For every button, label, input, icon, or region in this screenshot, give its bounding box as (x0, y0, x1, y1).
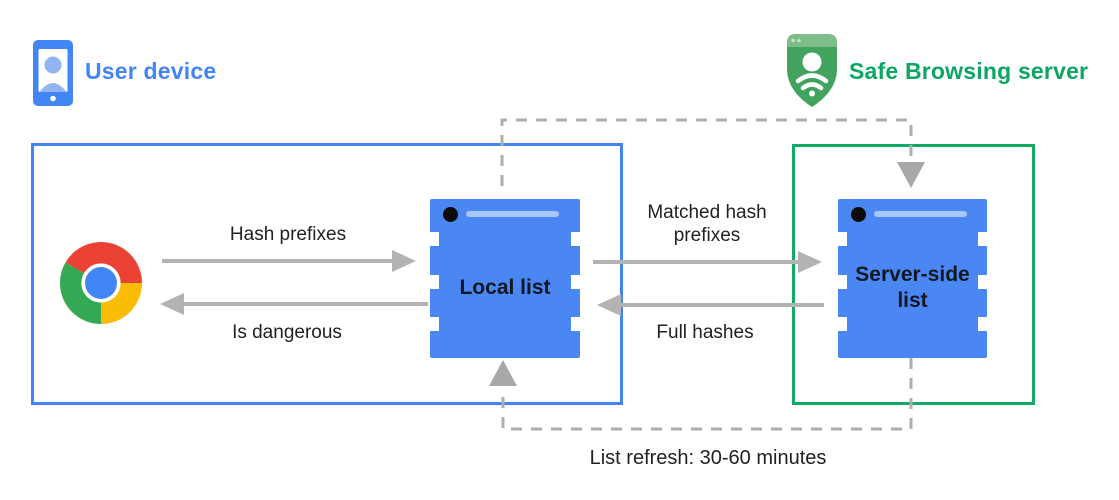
local-list-label: Local list (459, 275, 551, 299)
list-bullet-dot (443, 207, 458, 222)
user-device-region (31, 143, 623, 405)
server-side-list-label: Server-side list (855, 262, 970, 312)
hash-prefixes-label: Hash prefixes (229, 224, 347, 245)
full-hashes-label: Full hashes (656, 322, 754, 343)
matched-hash-prefixes-arrow (593, 251, 822, 273)
server-region (792, 144, 1035, 405)
safe-browsing-server-label: Safe Browsing server (849, 58, 1089, 84)
user-device-label: User device (85, 58, 217, 84)
matched-hash-prefixes-label: Matched hash prefixes (647, 202, 767, 246)
shield-icon (787, 34, 837, 107)
list-refresh-label: List refresh: 30-60 minutes (589, 447, 827, 469)
local-list-box: Local list (430, 199, 580, 358)
list-bullet-dot (851, 207, 866, 222)
is-dangerous-label: Is dangerous (232, 322, 342, 343)
chrome-icon (60, 242, 142, 324)
phone-icon (33, 40, 73, 106)
server-side-list-box: Server-side list (838, 199, 987, 358)
list-title-bar (466, 211, 559, 217)
list-title-bar (874, 211, 967, 217)
full-hashes-arrow (597, 294, 824, 316)
